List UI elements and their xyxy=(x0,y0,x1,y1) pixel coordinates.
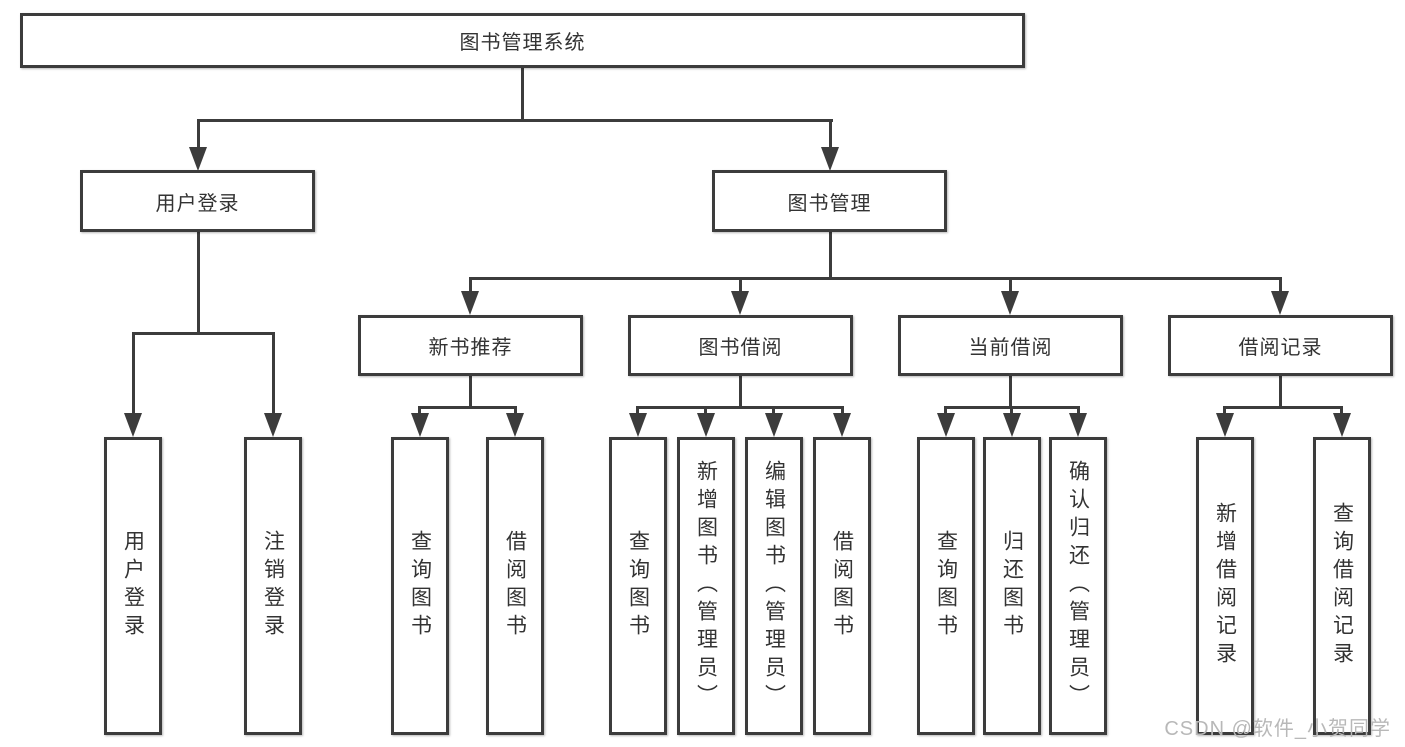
connector-new-book-vline xyxy=(469,376,472,409)
arrow-into-current-confirm xyxy=(1069,413,1087,437)
arrow-into-new-book xyxy=(461,291,479,315)
arrow-into-records-add xyxy=(1216,413,1234,437)
connector-new-book-stem2 xyxy=(514,406,517,415)
leaf-newbook-borrow-books-label: 借阅图书 xyxy=(503,530,527,642)
arrow-into-user-login xyxy=(189,147,207,171)
connector-book-mgmt-stem1 xyxy=(469,277,472,292)
connector-book-mgmt-hline xyxy=(469,277,1282,280)
node-current-borrow: 当前借阅 xyxy=(898,315,1123,376)
leaf-newbook-borrow-books: 借阅图书 xyxy=(486,437,544,735)
leaf-user-login: 用户登录 xyxy=(104,437,162,735)
leaf-records-query-record-label: 查询借阅记录 xyxy=(1330,502,1354,670)
connector-current-stem2 xyxy=(1010,406,1013,415)
node-book-mgmt: 图书管理 xyxy=(712,170,947,232)
connector-new-book-hline xyxy=(418,406,517,409)
leaf-records-add-record-label: 新增借阅记录 xyxy=(1213,502,1237,670)
arrow-into-records xyxy=(1271,291,1289,315)
leaf-borrow-edit-books-admin-label: 编辑图书（管理员） xyxy=(762,460,786,712)
connector-user-login-stem1 xyxy=(132,332,135,415)
connector-records-stem1 xyxy=(1223,406,1226,415)
connector-records-stem2 xyxy=(1340,406,1343,415)
node-library-system-label: 图书管理系统 xyxy=(459,32,586,54)
connector-user-login-vline xyxy=(197,232,200,335)
arrow-into-newbook-borrow xyxy=(506,413,524,437)
node-borrow-records: 借阅记录 xyxy=(1168,315,1393,376)
arrow-into-current-query xyxy=(937,413,955,437)
leaf-borrow-edit-books-admin: 编辑图书（管理员） xyxy=(745,437,803,735)
arrow-into-borrow-loan xyxy=(833,413,851,437)
leaf-borrow-add-books-admin-label: 新增图书（管理员） xyxy=(694,460,718,712)
leaf-newbook-query-books-label: 查询图书 xyxy=(408,530,432,642)
connector-book-mgmt-stem3 xyxy=(1009,277,1012,292)
connector-borrow-vline xyxy=(739,376,742,409)
node-book-borrow: 图书借阅 xyxy=(628,315,853,376)
connector-records-vline xyxy=(1279,376,1282,409)
leaf-current-return-books: 归还图书 xyxy=(983,437,1041,735)
node-new-book-rec-label: 新书推荐 xyxy=(428,337,513,359)
node-book-mgmt-label: 图书管理 xyxy=(787,192,872,215)
connector-user-login-stem2 xyxy=(272,332,275,415)
connector-book-mgmt-stem2 xyxy=(739,277,742,292)
arrow-into-current-return xyxy=(1003,413,1021,437)
connector-borrow-stem4 xyxy=(841,406,844,415)
connector-root-stem-left xyxy=(197,119,200,149)
leaf-current-confirm-return-admin: 确认归还（管理员） xyxy=(1049,437,1107,735)
leaf-borrow-loan-books: 借阅图书 xyxy=(813,437,871,735)
connector-book-mgmt-vline xyxy=(829,232,832,280)
leaf-logout-label: 注销登录 xyxy=(261,530,285,642)
leaf-borrow-loan-books-label: 借阅图书 xyxy=(830,530,854,642)
arrow-into-newbook-query xyxy=(411,413,429,437)
connector-root-vline xyxy=(521,68,524,120)
arrow-into-borrow xyxy=(731,291,749,315)
leaf-records-query-record: 查询借阅记录 xyxy=(1313,437,1371,735)
arrow-into-borrow-edit xyxy=(765,413,783,437)
leaf-borrow-add-books-admin: 新增图书（管理员） xyxy=(677,437,735,735)
csdn-watermark: CSDN @软件_小贺同学 xyxy=(1164,718,1391,740)
connector-current-stem3 xyxy=(1077,406,1080,415)
connector-book-mgmt-stem4 xyxy=(1279,277,1282,292)
leaf-current-query-books-label: 查询图书 xyxy=(934,530,958,642)
node-user-login-label: 用户登录 xyxy=(155,192,240,215)
leaf-borrow-query-books-label: 查询图书 xyxy=(626,530,650,642)
arrow-into-leaf-user-login xyxy=(124,413,142,437)
connector-root-stem-right xyxy=(829,119,832,149)
arrow-into-leaf-logout xyxy=(264,413,282,437)
connector-current-stem1 xyxy=(944,406,947,415)
leaf-current-query-books: 查询图书 xyxy=(917,437,975,735)
arrow-into-borrow-query xyxy=(629,413,647,437)
leaf-user-login-label: 用户登录 xyxy=(121,530,145,642)
connector-user-login-hline xyxy=(132,332,275,335)
connector-borrow-hline xyxy=(636,406,844,409)
connector-records-hline xyxy=(1223,406,1343,409)
leaf-borrow-query-books: 查询图书 xyxy=(609,437,667,735)
connector-root-hline xyxy=(197,119,833,122)
leaf-logout: 注销登录 xyxy=(244,437,302,735)
node-user-login: 用户登录 xyxy=(80,170,315,232)
node-current-borrow-label: 当前借阅 xyxy=(968,337,1053,359)
node-book-borrow-label: 图书借阅 xyxy=(698,337,783,359)
leaf-current-return-books-label: 归还图书 xyxy=(1000,530,1024,642)
arrow-into-book-mgmt xyxy=(821,147,839,171)
connector-borrow-stem2 xyxy=(704,406,707,415)
arrow-into-current xyxy=(1001,291,1019,315)
arrow-into-borrow-add xyxy=(697,413,715,437)
leaf-records-add-record: 新增借阅记录 xyxy=(1196,437,1254,735)
connector-borrow-stem3 xyxy=(772,406,775,415)
connector-new-book-stem1 xyxy=(418,406,421,415)
node-new-book-rec: 新书推荐 xyxy=(358,315,583,376)
leaf-current-confirm-return-admin-label: 确认归还（管理员） xyxy=(1066,460,1090,712)
node-library-system: 图书管理系统 xyxy=(20,13,1025,68)
connector-current-vline xyxy=(1009,376,1012,409)
connector-borrow-stem1 xyxy=(636,406,639,415)
leaf-newbook-query-books: 查询图书 xyxy=(391,437,449,735)
arrow-into-records-query xyxy=(1333,413,1351,437)
node-borrow-records-label: 借阅记录 xyxy=(1238,337,1323,359)
